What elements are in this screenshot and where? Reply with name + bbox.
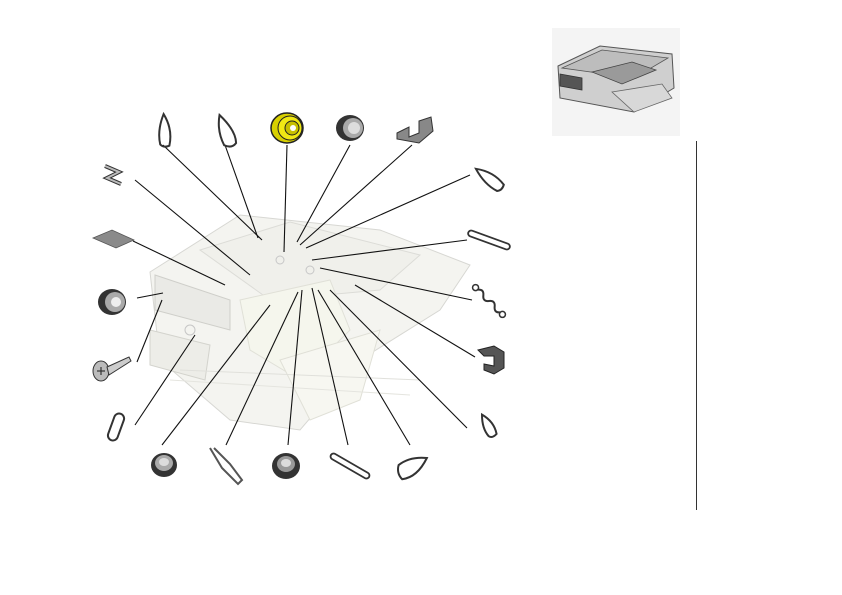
e-ring-icon — [158, 111, 172, 148]
e-ring-icon — [106, 412, 126, 442]
bushing-icon — [272, 453, 300, 479]
clamp-icon — [477, 345, 505, 375]
bushing-icon — [151, 453, 177, 477]
bushing-icon — [98, 289, 126, 315]
pad-icon — [91, 229, 135, 249]
divider-line — [696, 141, 697, 510]
e-ring-icon — [474, 167, 505, 192]
e-ring-icon — [480, 412, 498, 438]
e-ring-icon — [217, 112, 238, 148]
screw-icon — [92, 356, 132, 382]
leader-lines — [132, 144, 476, 446]
bracket-icon — [396, 116, 434, 144]
pin-icon — [329, 452, 371, 480]
wire-clip-icon — [209, 447, 244, 486]
bushing-icon — [336, 115, 364, 141]
e-ring-icon — [397, 456, 429, 481]
pin-icon — [467, 229, 511, 251]
pulley-icon — [270, 112, 304, 144]
bent-clip-icon — [102, 164, 124, 186]
spring-icon — [471, 283, 507, 319]
main-assembly — [149, 214, 471, 431]
scanner-unit-icon — [552, 28, 680, 136]
